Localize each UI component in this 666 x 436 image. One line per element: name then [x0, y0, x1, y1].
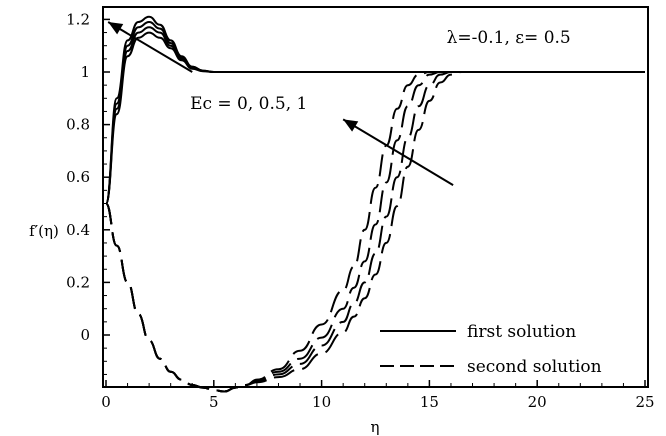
legend-label-first: first solution	[467, 322, 576, 342]
curves	[105, 15, 645, 393]
y-tick-label: 1.2	[66, 10, 90, 28]
x-tick-label: 20	[528, 393, 547, 411]
x-tick-label: 0	[101, 393, 111, 411]
y-tick-label: 0.8	[66, 116, 90, 134]
legend-label-second: second solution	[467, 357, 602, 377]
legend: first solution second solution	[380, 322, 602, 377]
annotation-arrows	[107, 21, 454, 186]
x-tick-label: 15	[420, 393, 439, 411]
arrow-head-2	[343, 119, 359, 132]
y-tick-label: 1	[80, 63, 90, 81]
y-tick-label: 0.6	[66, 168, 90, 186]
axis-ticks	[103, 18, 646, 387]
series-dashed-8	[105, 70, 645, 393]
plot-frame	[102, 6, 649, 388]
x-tick-label: 5	[209, 393, 219, 411]
arrow-head-1	[108, 22, 124, 35]
series-solid-3	[105, 26, 645, 205]
ec-annotation: Ec = 0, 0.5, 1	[190, 94, 307, 114]
y-tick-label: 0.2	[66, 273, 90, 291]
series-dashed-7	[105, 70, 645, 393]
series-dashed-5	[105, 70, 645, 393]
y-axis-title: f′(η)	[29, 222, 59, 240]
x-tick-label: 25	[635, 393, 654, 411]
y-tick-label: 0	[80, 326, 90, 344]
parameter-annotation: λ=-0.1, ε= 0.5	[447, 28, 571, 48]
arrow-shaft-1	[107, 21, 193, 73]
series-dashed-6	[105, 70, 645, 393]
y-tick-label: 0.4	[66, 221, 90, 239]
series-solid-2	[105, 20, 645, 205]
tick-labels: 0 5 10 15 20 25 0 0.2 0.4 0.6 0.8 1 1.2	[66, 10, 654, 411]
series-solid-4	[105, 31, 645, 205]
x-axis-title: η	[371, 418, 380, 436]
arrow-shaft-2	[342, 118, 454, 186]
x-tick-label: 10	[312, 393, 331, 411]
